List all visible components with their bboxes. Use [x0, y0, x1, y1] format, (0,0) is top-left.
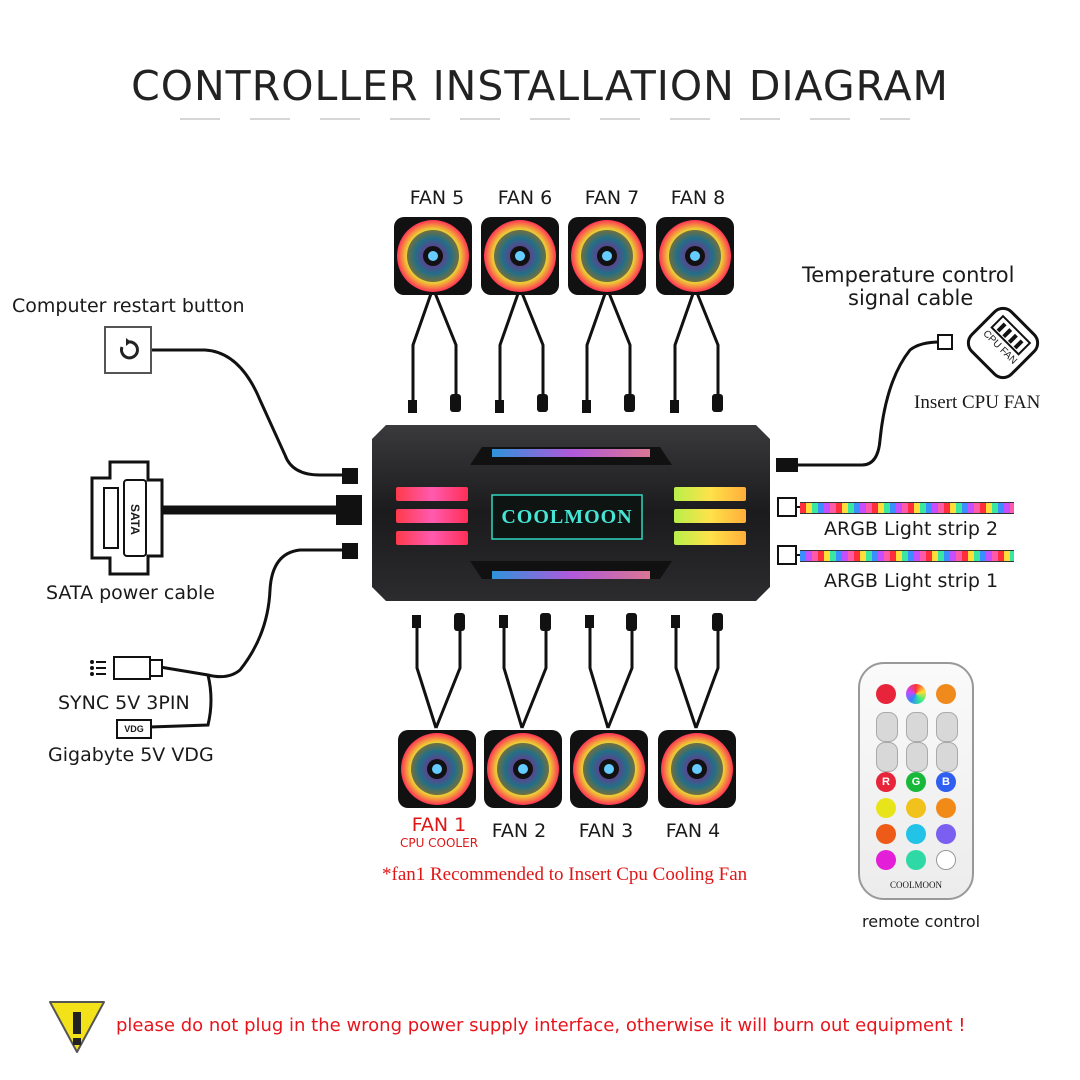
sata-cable-label: SATA power cable	[46, 582, 215, 604]
speed-up-key	[876, 712, 898, 742]
controller-hub: COOLMOON	[372, 425, 770, 601]
power-icon	[876, 684, 896, 704]
blue-button: B	[936, 772, 956, 792]
gigabyte-vdg-label: Gigabyte 5V VDG	[48, 744, 214, 766]
remote-control: R G B COOLMOON	[858, 662, 974, 902]
hub-logo: COOLMOON	[501, 506, 633, 528]
play-icon	[906, 684, 926, 704]
fan-5-label: FAN 5	[409, 187, 465, 209]
title-shadow	[180, 118, 910, 120]
fan-1-sub-label: CPU COOLER	[399, 836, 479, 850]
fan-8-label: FAN 8	[670, 187, 726, 209]
temp-cable-label-1: Temperature control	[802, 263, 1015, 287]
warning-text: please do not plug in the wrong power su…	[116, 1015, 966, 1036]
green-button: G	[906, 772, 926, 792]
sata-connector: SATA	[88, 458, 168, 578]
cpu-fan-header-icon: CPU FAN	[962, 302, 1044, 384]
yellow-button	[876, 798, 896, 818]
vdg-plug: VDG	[116, 719, 152, 739]
fan-2-label: FAN 2	[491, 820, 547, 842]
argb-strip-1	[800, 550, 1014, 562]
fan1-recommendation-note: *fan1 Recommended to Insert Cpu Cooling …	[382, 864, 748, 885]
restart-icon	[119, 338, 139, 360]
brightness-up-key	[936, 712, 958, 742]
remote-control-label: remote control	[862, 912, 981, 931]
fan-3-icon	[568, 728, 650, 810]
mode-down-key	[906, 742, 928, 772]
mode-up-key	[906, 712, 928, 742]
rm-icon	[936, 684, 956, 704]
fan-6-icon	[479, 215, 561, 297]
argb-strip-2-label: ARGB Light strip 2	[824, 518, 999, 540]
sync-pins-icon	[88, 658, 110, 678]
fan-5-icon	[392, 215, 474, 297]
orange-button	[936, 798, 956, 818]
fan-1-label: FAN 1	[411, 814, 467, 836]
warning-icon	[46, 996, 108, 1056]
diagram-title: CONTROLLER INSTALLATION DIAGRAM	[131, 62, 949, 110]
restart-button-label: Computer restart button	[12, 295, 245, 317]
argb-strip-2	[800, 502, 1014, 514]
insert-cpu-fan-label: Insert CPU FAN	[914, 392, 1041, 413]
mint-button	[906, 850, 926, 870]
violet-button	[936, 824, 956, 844]
sync-label: SYNC 5V 3PIN	[58, 692, 190, 714]
restart-button	[104, 326, 152, 374]
white-button	[936, 850, 956, 870]
fan-6-label: FAN 6	[497, 187, 553, 209]
sata-plug-label: SATA	[128, 504, 142, 535]
fan-1-icon	[396, 728, 478, 810]
fan-4-icon	[656, 728, 738, 810]
argb-strip-1-label: ARGB Light strip 1	[824, 570, 999, 592]
temp-cable-label-2: signal cable	[848, 286, 974, 310]
speed-down-key	[876, 742, 898, 772]
fan-8-icon	[654, 215, 736, 297]
fan-7-icon	[566, 215, 648, 297]
fan-2-icon	[482, 728, 564, 810]
cyan-button	[906, 824, 926, 844]
red-button: R	[876, 772, 896, 792]
dark-orange-button	[876, 824, 896, 844]
fan-4-label: FAN 4	[665, 820, 721, 842]
magenta-button	[876, 850, 896, 870]
fan-3-label: FAN 3	[578, 820, 634, 842]
fan-7-label: FAN 7	[584, 187, 640, 209]
brightness-down-key	[936, 742, 958, 772]
remote-brand: COOLMOON	[889, 880, 942, 890]
gold-button	[906, 798, 926, 818]
